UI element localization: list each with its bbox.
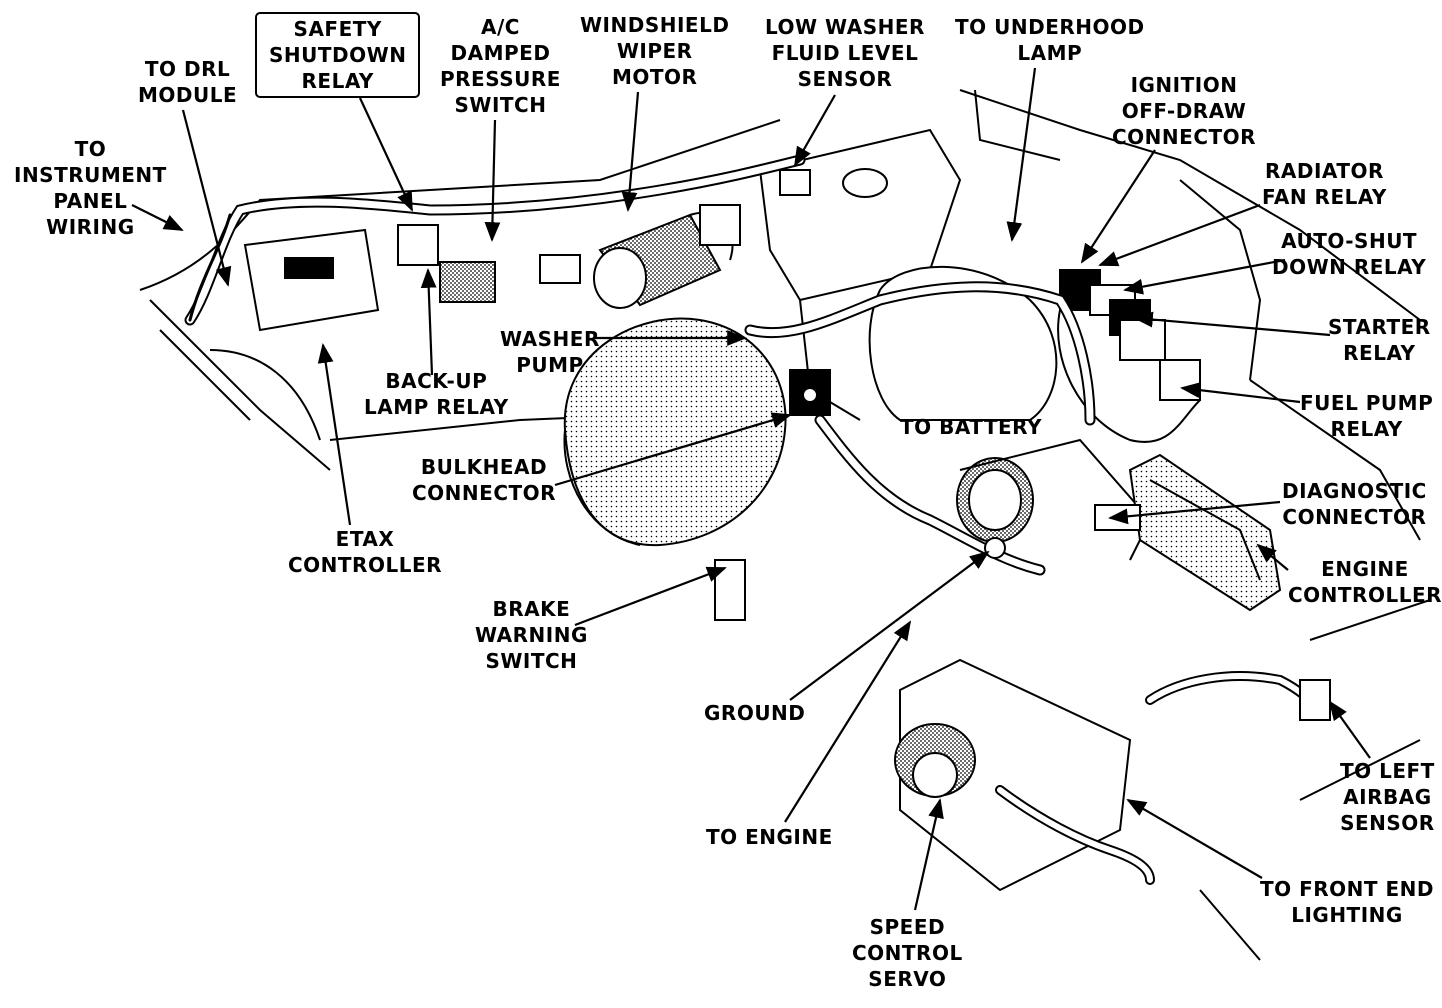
label-radiator-fan-relay: RADIATOR FAN RELAY [1262, 158, 1387, 210]
label-line: PUMP [516, 353, 584, 377]
label-to-drl-module: TO DRL MODULE [138, 56, 237, 108]
label-to-battery: TO BATTERY [900, 414, 1042, 440]
wiper-motor [593, 211, 734, 309]
label-line: WARNING [475, 623, 588, 647]
etax-controller-box [243, 228, 380, 332]
label-line: RELAY [1330, 417, 1403, 441]
label-windshield-wiper-motor: WINDSHIELD WIPER MOTOR [580, 12, 729, 90]
label-ground: GROUND [704, 700, 805, 726]
label-line: DIAGNOSTIC [1282, 479, 1427, 503]
air-cleaner-dome [868, 265, 1058, 421]
label-to-instrument-panel-wiring: TO INSTRUMENT PANEL WIRING [14, 136, 167, 240]
label-line: LAMP [1017, 41, 1083, 65]
label-line: SPEED [869, 915, 946, 939]
label-line: BRAKE [492, 597, 571, 621]
label-line: TO UNDERHOOD [955, 15, 1145, 39]
label-line: PRESSURE [440, 67, 561, 91]
leader-lines [131, 67, 1371, 911]
label-line: FUEL PUMP [1300, 391, 1434, 415]
label-line: TO BATTERY [900, 415, 1042, 439]
label-fuel-pump-relay: FUEL PUMP RELAY [1300, 390, 1433, 442]
label-line: CONNECTOR [1282, 505, 1427, 529]
label-safety-shutdown-relay: SAFETY SHUTDOWN RELAY [255, 12, 421, 98]
label-line: SWITCH [485, 649, 578, 673]
label-line: AUTO-SHUT [1281, 229, 1418, 253]
label-diagnostic-connector: DIAGNOSTIC CONNECTOR [1282, 478, 1427, 530]
label-speed-control-servo: SPEED CONTROL SERVO [852, 914, 963, 992]
label-low-washer-fluid-level-sensor: LOW WASHER FLUID LEVEL SENSOR [765, 14, 925, 92]
label-line: TO [74, 137, 107, 161]
label-line: SERVO [868, 967, 947, 991]
label-line: MODULE [138, 83, 238, 107]
label-line: INSTRUMENT [14, 163, 167, 187]
label-line: CONTROLLER [1288, 583, 1442, 607]
label-line: WINDSHIELD [580, 13, 730, 37]
label-line: TO FRONT END [1260, 877, 1435, 901]
speed-control-servo [894, 658, 1132, 892]
label-line: SAFETY [293, 17, 382, 41]
label-washer-pump: WASHER PUMP [500, 326, 600, 378]
label-to-front-end-lighting: TO FRONT END LIGHTING [1260, 876, 1434, 928]
label-to-engine: TO ENGINE [706, 824, 833, 850]
label-to-left-airbag-sensor: TO LEFT AIRBAG SENSOR [1340, 758, 1435, 836]
label-engine-controller: ENGINE CONTROLLER [1288, 556, 1442, 608]
label-to-underhood-lamp: TO UNDERHOOD LAMP [955, 14, 1145, 66]
label-line: A/C [480, 15, 520, 39]
label-back-up-lamp-relay: BACK-UP LAMP RELAY [364, 368, 509, 420]
label-line: RELAY [1343, 341, 1416, 365]
label-auto-shut-down-relay: AUTO-SHUT DOWN RELAY [1272, 228, 1426, 280]
label-line: CONNECTOR [1112, 125, 1257, 149]
label-line: SHUTDOWN [269, 43, 407, 67]
label-line: AIRBAG [1343, 785, 1432, 809]
label-line: TO LEFT [1340, 759, 1435, 783]
label-bulkhead-connector: BULKHEAD CONNECTOR [412, 454, 556, 506]
label-line: PANEL [53, 189, 128, 213]
label-line: ENGINE [1321, 557, 1409, 581]
label-line: BACK-UP [385, 369, 488, 393]
label-line: CONTROLLER [288, 553, 443, 577]
label-line: DAMPED [450, 41, 551, 65]
label-line: ETAX [335, 527, 395, 551]
label-line: FLUID LEVEL [771, 41, 919, 65]
label-line: LOW WASHER [765, 15, 925, 39]
label-line: OFF-DRAW [1121, 99, 1247, 123]
label-line: MOTOR [611, 65, 698, 89]
label-brake-warning-switch: BRAKE WARNING SWITCH [475, 596, 588, 674]
label-ac-damped-pressure-switch: A/C DAMPED PRESSURE SWITCH [440, 14, 561, 118]
connectors [397, 169, 1331, 721]
label-line: BULKHEAD [420, 455, 548, 479]
label-line: LIGHTING [1291, 903, 1403, 927]
label-starter-relay: STARTER RELAY [1328, 314, 1431, 366]
label-line: WASHER [500, 327, 600, 351]
label-line: SWITCH [454, 93, 547, 117]
engine-controller-box [1128, 453, 1282, 612]
label-line: WIPER [616, 39, 693, 63]
label-line: SENSOR [1340, 811, 1435, 835]
label-line: TO DRL [144, 57, 231, 81]
label-line: STARTER [1328, 315, 1431, 339]
brake-booster [563, 317, 787, 547]
label-line: GROUND [704, 701, 806, 725]
label-ignition-off-draw-connector: IGNITION OFF-DRAW CONNECTOR [1112, 72, 1256, 150]
label-line: DOWN RELAY [1272, 255, 1427, 279]
label-line: RELAY [301, 69, 374, 93]
label-line: TO ENGINE [706, 825, 833, 849]
label-line: CONNECTOR [412, 481, 557, 505]
label-line: IGNITION [1130, 73, 1238, 97]
label-line: SENSOR [797, 67, 893, 91]
label-line: FAN RELAY [1262, 185, 1387, 209]
label-line: RADIATOR [1265, 159, 1384, 183]
intake-tube [956, 438, 1152, 561]
label-line: CONTROL [852, 941, 963, 965]
label-line: LAMP RELAY [364, 395, 509, 419]
label-line: WIRING [46, 215, 135, 239]
label-etax-controller: ETAX CONTROLLER [288, 526, 442, 578]
